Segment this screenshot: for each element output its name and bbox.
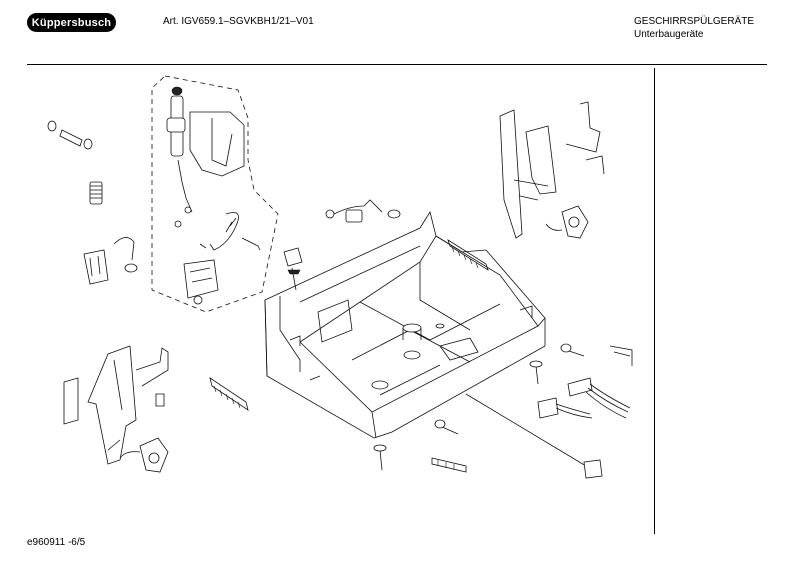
- base-tray: [264, 210, 546, 439]
- brand-logo: Küppersbusch: [27, 13, 116, 32]
- wiring-harness: [537, 377, 631, 419]
- right-bracket-assembly: [499, 101, 605, 239]
- document-reference: e960911 -6/5: [27, 537, 86, 548]
- toothed-rail-parts: [209, 239, 489, 473]
- right-margin-divider: [654, 68, 656, 534]
- hose-clamp-parts: [47, 120, 138, 285]
- article-number: Art. IGV659.1–SGVKBH1/21–V01: [163, 16, 314, 27]
- header-divider: [27, 64, 767, 66]
- product-subcategory: Unterbaugeräte: [634, 29, 704, 40]
- left-bracket-assembly: [63, 345, 169, 473]
- valve-assembly-group: [151, 75, 279, 313]
- product-category: GESCHIRRSPÜLGERÄTE: [634, 16, 755, 27]
- cable-and-screw-parts: [283, 199, 633, 479]
